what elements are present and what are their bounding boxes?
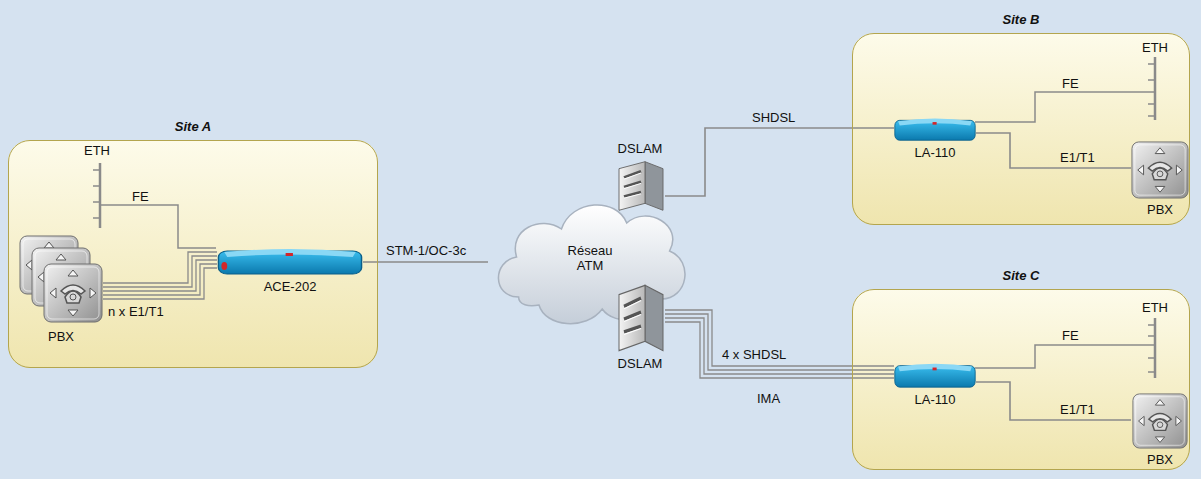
device-label: DSLAM xyxy=(618,141,663,156)
ethernet-bus xyxy=(1154,318,1157,378)
pbx-icon xyxy=(1131,393,1189,449)
link-wire xyxy=(103,268,217,299)
fe-wire xyxy=(975,345,1155,368)
bus-ticks xyxy=(1148,64,1155,116)
pbx-phone: PBX xyxy=(1131,141,1189,199)
site-heading: Site C xyxy=(1003,268,1040,283)
ethernet-label: ETH xyxy=(84,143,110,158)
ethernet-label: ETH xyxy=(1142,40,1168,55)
device-body xyxy=(894,116,976,142)
ethernet-bus xyxy=(1154,57,1157,120)
link-connector xyxy=(976,382,1131,420)
link-connector xyxy=(103,252,217,299)
link-label: STM-1/OC-3c xyxy=(386,243,466,258)
link-wire xyxy=(976,382,1131,420)
pbx-phone-stack: PBX xyxy=(19,233,103,326)
link-connector xyxy=(665,310,894,378)
link-label: n x E1/T1 xyxy=(108,304,164,319)
region-fill xyxy=(852,289,1190,470)
link-connector xyxy=(976,133,1131,168)
network-device: LA-110 xyxy=(894,116,976,142)
device-body xyxy=(894,361,976,389)
link-wire xyxy=(976,133,1131,168)
dslam-icon: DSLAM xyxy=(615,160,665,212)
link-label: IMA xyxy=(757,391,780,406)
device-body xyxy=(217,246,363,276)
ethernet-label: ETH xyxy=(1142,300,1168,315)
device-label: PBX xyxy=(1147,202,1173,217)
link-wire xyxy=(665,322,894,378)
bus-ticks xyxy=(1148,325,1155,372)
dslam-shape xyxy=(615,160,665,212)
region-fill xyxy=(8,140,378,368)
link-wire xyxy=(103,264,217,295)
fe-wire xyxy=(100,205,216,248)
network-device: LA-110 xyxy=(894,361,976,389)
link-connector xyxy=(665,128,894,196)
interface-label: FE xyxy=(132,189,149,204)
link-label: E1/T1 xyxy=(1060,150,1095,165)
site-heading: Site A xyxy=(175,119,211,134)
bus-ticks xyxy=(93,170,100,218)
link-wire xyxy=(363,261,488,263)
link-wire xyxy=(665,128,894,196)
site-region: Site AACE-202PBX xyxy=(8,140,378,368)
link-label: 4 x SHDSL xyxy=(722,347,786,362)
device-label: LA-110 xyxy=(915,392,956,407)
dslam-shape xyxy=(615,283,665,353)
link-connector xyxy=(363,262,488,263)
region-fill xyxy=(852,33,1190,225)
site-region: Site CLA-110PBX xyxy=(852,289,1190,470)
device-label: DSLAM xyxy=(618,356,663,371)
pbx-icon xyxy=(1131,141,1189,199)
link-label: SHDSL xyxy=(752,110,795,125)
site-region: Site BLA-110PBX xyxy=(852,33,1190,225)
network-device: ACE-202 xyxy=(217,246,363,276)
interface-label: FE xyxy=(1062,76,1079,91)
interface-label: FE xyxy=(1062,328,1079,343)
device-label: LA-110 xyxy=(915,145,956,160)
link-label: E1/T1 xyxy=(1060,402,1095,417)
dslam-icon: DSLAM xyxy=(615,283,665,353)
device-label: ACE-202 xyxy=(264,279,317,294)
device-label: PBX xyxy=(48,329,74,344)
ethernet-wiring xyxy=(93,57,1155,378)
site-heading: Site B xyxy=(1003,12,1040,27)
fe-wire xyxy=(975,92,1155,122)
device-label: PBX xyxy=(1147,452,1173,467)
network-name: Réseau ATM xyxy=(555,243,625,273)
pbx-stack-icon xyxy=(19,233,103,326)
pbx-phone: PBX xyxy=(1131,393,1189,449)
